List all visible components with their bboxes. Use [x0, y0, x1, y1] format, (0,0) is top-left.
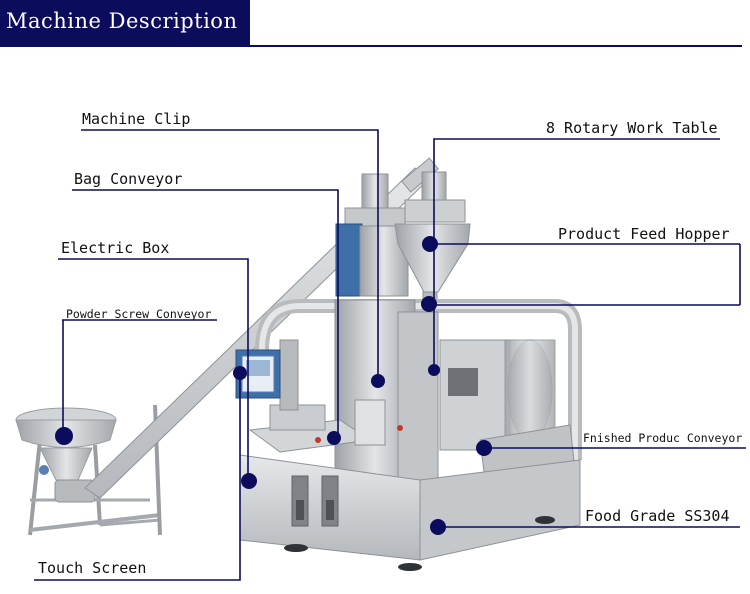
label-product-feed-hopper: Product Feed Hopper: [558, 225, 730, 243]
label-electric-box: Electric Box: [61, 239, 170, 257]
marker-bag-conveyor: [327, 431, 341, 445]
marker-feed-hopper: [422, 236, 438, 252]
title-bar: Machine Description: [0, 0, 250, 47]
marker-machine-clip: [371, 374, 385, 388]
title-rule: [0, 45, 742, 47]
label-bag-conveyor: Bag Conveyor: [74, 170, 183, 188]
label-powder-screw-conveyor: Powder Screw Conveyor: [66, 307, 212, 321]
marker-touch-screen: [233, 366, 247, 380]
marker-finished-conveyor: [476, 440, 492, 456]
label-rotary-work-table: 8 Rotary Work Table: [546, 119, 718, 137]
page-title: Machine Description: [6, 9, 238, 33]
label-food-grade: Food Grade SS304: [585, 507, 730, 525]
leader-machine-clip: [81, 129, 379, 381]
machine-body: [248, 299, 576, 483]
label-finished-product-conveyor: Fnished Produc Conveyor: [583, 431, 743, 445]
label-touch-screen: Touch Screen: [38, 559, 147, 577]
touch-screen-panel: [235, 339, 299, 411]
powder-hopper: [15, 404, 162, 536]
leader-rotary-table: [433, 138, 720, 370]
leader-touch-screen: [34, 373, 241, 581]
leader-bag-conveyor: [72, 189, 339, 437]
marker-electric-box: [241, 473, 257, 489]
marker-powder-screw: [55, 427, 73, 445]
leader-lines: [34, 129, 746, 581]
electric-box-top: [335, 173, 409, 297]
marker-food-grade: [430, 519, 446, 535]
label-machine-clip: Machine Clip: [82, 110, 191, 128]
marker-rotary-table: [428, 364, 440, 376]
marker-feed-hopper-lower: [421, 296, 437, 312]
base-cabinet: [239, 454, 581, 571]
leader-electric-box: [58, 258, 249, 480]
marker-dots: [55, 236, 492, 535]
